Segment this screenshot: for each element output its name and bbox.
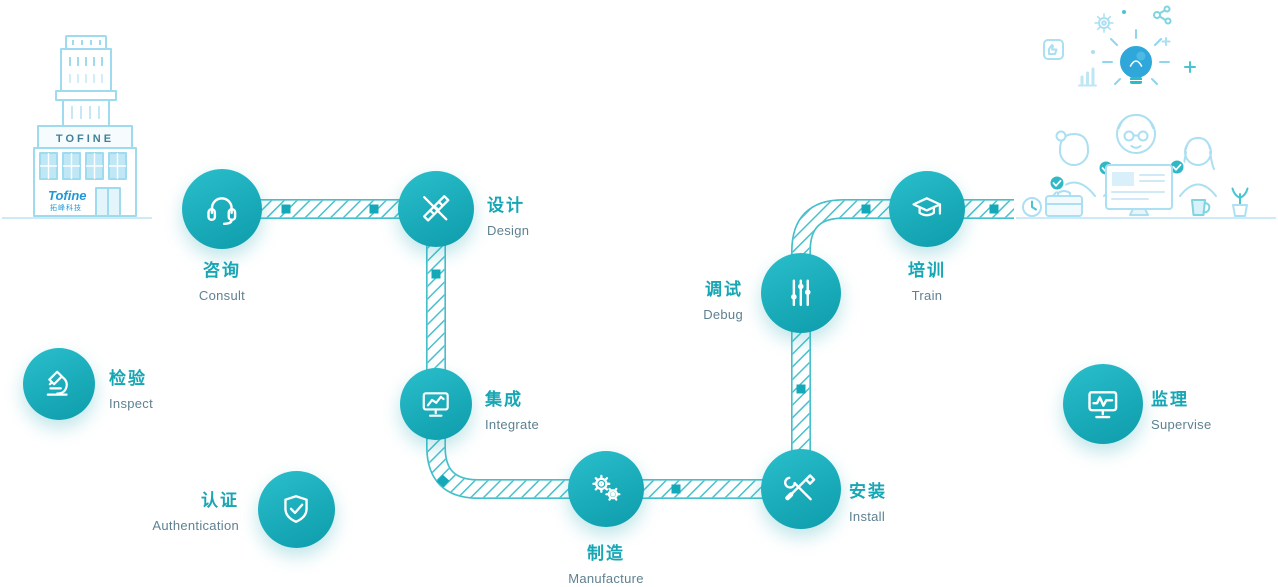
monitor-pulse-icon	[1088, 391, 1118, 419]
headset-icon	[207, 197, 237, 226]
plus-icon	[1184, 61, 1196, 73]
desk-briefcase	[1045, 190, 1083, 217]
step-manufacture-node	[568, 451, 644, 527]
step-manufacture-label: 制造 Manufacture	[568, 539, 644, 586]
step-train-node	[889, 171, 965, 247]
dot-decor	[1091, 50, 1095, 54]
road	[222, 199, 1014, 499]
coffee-cup-icon	[1191, 199, 1211, 216]
step-authentication-label: 认证 Authentication	[152, 486, 239, 533]
monitor-chart-icon	[422, 392, 450, 418]
step-supervise-node	[1063, 364, 1143, 444]
step-cn: 检验	[109, 369, 147, 388]
sliders-icon	[791, 279, 811, 307]
trainee-left	[1052, 130, 1096, 197]
crossed-tools-icon	[784, 474, 816, 501]
road-markers	[281, 204, 999, 494]
step-train-label: 培训 Train	[908, 256, 946, 303]
lightbulb-icon	[1102, 29, 1170, 85]
pencil-ruler-icon	[423, 195, 450, 222]
step-en: Design	[487, 223, 530, 238]
step-integrate-node	[400, 368, 472, 440]
dot-decor	[1122, 10, 1126, 14]
step-consult-label: 咨询 Consult	[199, 256, 245, 303]
step-debug-label: 调试 Debug	[703, 275, 743, 322]
step-en: Integrate	[485, 417, 540, 432]
shield-check-icon	[284, 495, 309, 524]
team-illustration	[1022, 5, 1249, 217]
desk-clock	[1022, 197, 1042, 217]
building-logo-text: Tofine	[48, 188, 87, 203]
step-cn: 制造	[587, 544, 625, 563]
step-cn: 咨询	[203, 261, 241, 280]
gears-icon	[592, 474, 621, 501]
bar-chart-icon	[1078, 67, 1097, 87]
molecule-icon	[1153, 5, 1172, 25]
step-cn: 安装	[849, 482, 887, 501]
step-design-node	[398, 171, 474, 247]
building-illustration: TOFINE Tofine 拓峰科技	[33, 35, 137, 217]
step-integrate-label: 集成 Integrate	[485, 385, 539, 432]
step-install-node	[761, 449, 841, 529]
step-en: Manufacture	[568, 571, 644, 586]
step-en: Install	[849, 509, 886, 524]
step-debug-node	[761, 253, 841, 333]
step-cn: 监理	[1151, 390, 1189, 409]
step-install-label: 安装 Install	[849, 477, 887, 524]
step-en: Debug	[703, 307, 743, 322]
step-cn: 设计	[487, 196, 525, 215]
step-consult-node	[182, 169, 262, 249]
step-design-label: 设计 Design	[487, 191, 529, 238]
step-en: Supervise	[1151, 417, 1212, 432]
graduation-cap-icon	[912, 197, 942, 217]
step-cn: 调试	[705, 280, 743, 299]
step-cn: 认证	[201, 491, 239, 510]
gear-doodle-icon	[1094, 13, 1114, 33]
step-en: Consult	[198, 288, 246, 303]
step-supervise-label: 监理 Supervise	[1151, 385, 1212, 432]
step-inspect-node	[23, 348, 95, 420]
step-authentication-node	[258, 471, 335, 548]
desk-plant	[1231, 187, 1249, 217]
desk-monitor	[1105, 164, 1173, 216]
step-en: Train	[911, 288, 943, 303]
small-plus-icon	[1161, 37, 1171, 46]
step-cn: 培训	[908, 261, 946, 280]
step-inspect-label: 检验 Inspect	[109, 364, 153, 411]
step-cn: 集成	[485, 390, 523, 409]
microscope-icon	[46, 370, 69, 397]
building-sign-text: TOFINE	[56, 133, 114, 145]
building-logo-subtext: 拓峰科技	[50, 203, 82, 212]
step-en: Authentication	[152, 518, 239, 533]
step-en: Inspect	[109, 396, 154, 411]
thumbs-up-icon	[1043, 39, 1064, 60]
